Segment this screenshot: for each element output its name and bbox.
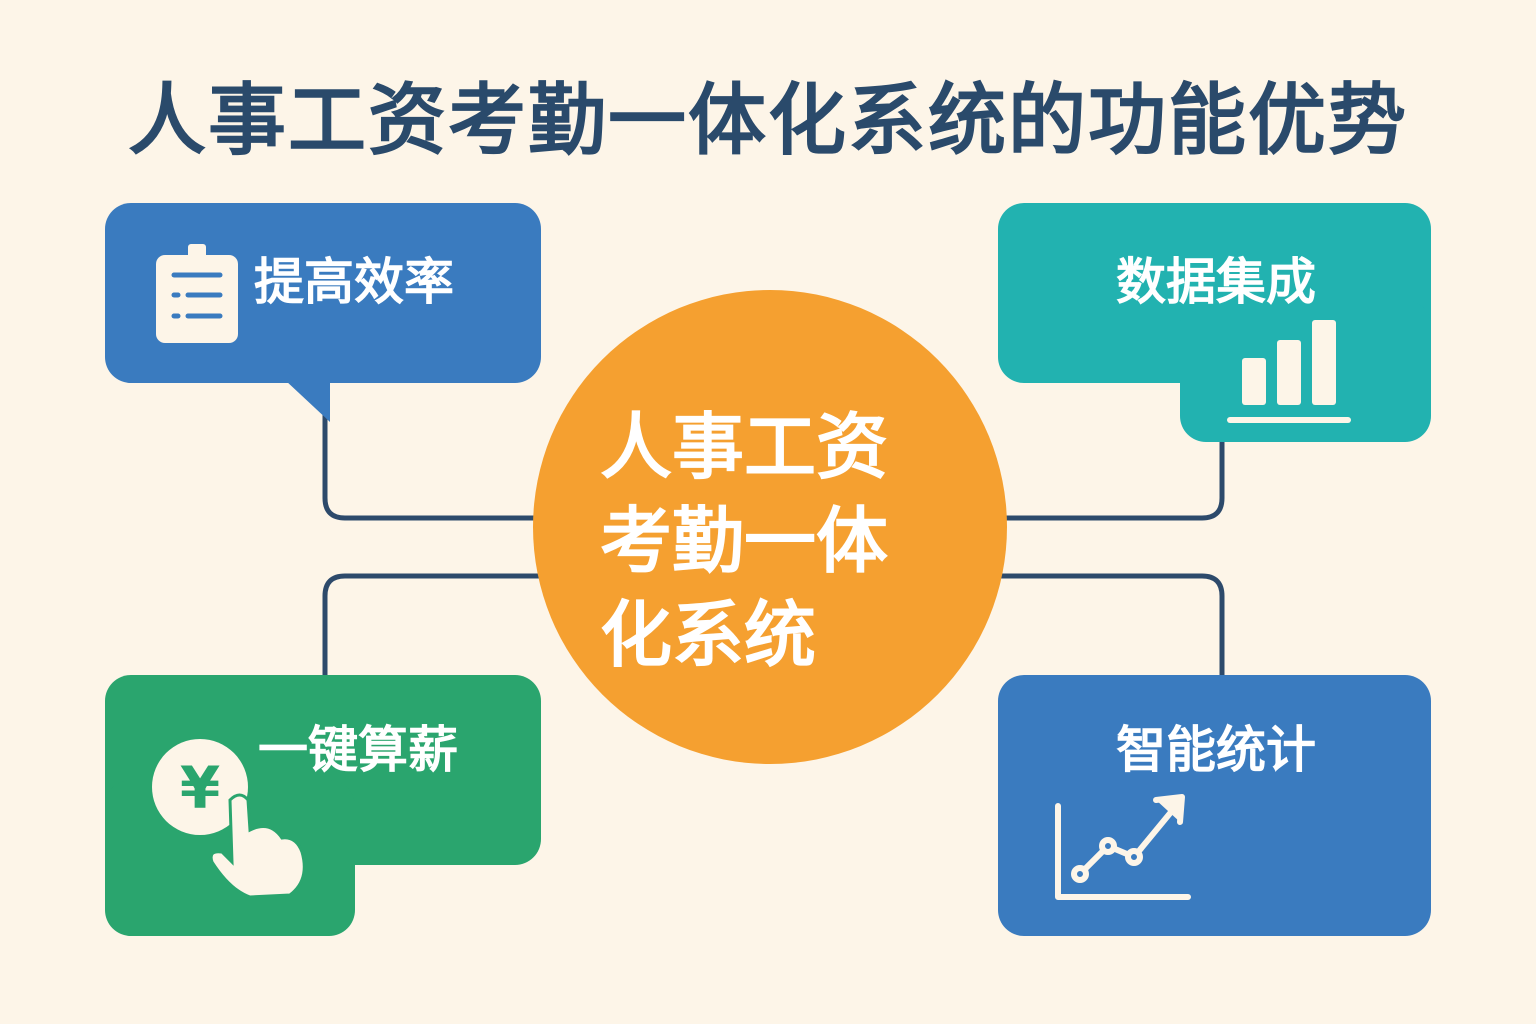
feature-label-efficiency: 提高效率: [254, 253, 454, 311]
connector-bottom-right: [995, 573, 1225, 680]
page-title: 人事工资考勤一体化系统的功能优势: [127, 76, 1408, 166]
center-title-line: 考勤一体: [600, 499, 889, 583]
connector-top-right: [995, 438, 1225, 521]
yen-click-icon: ¥: [152, 739, 306, 899]
feature-label-statistics: 智能统计: [1116, 721, 1316, 779]
bar-chart-icon: [1227, 320, 1351, 423]
feature-label-payroll: 一键算薪: [258, 721, 458, 779]
center-circle: [533, 290, 1007, 764]
feature-box-data-integration: [998, 203, 1431, 442]
trend-line-icon: [1055, 794, 1191, 900]
center-title: 人事工资 考勤一体 化系统: [600, 400, 940, 682]
svg-text:¥: ¥: [180, 754, 220, 822]
feature-label-data-integration: 数据集成: [1116, 253, 1316, 311]
feature-box-statistics: [998, 675, 1431, 936]
connector-bottom-left: [322, 573, 545, 680]
center-title-line: 化系统: [600, 593, 817, 677]
center-title-line: 人事工资: [600, 405, 889, 489]
clipboard-list-icon: [156, 244, 238, 343]
connectors: [322, 410, 1225, 680]
connector-top-left: [322, 410, 545, 521]
